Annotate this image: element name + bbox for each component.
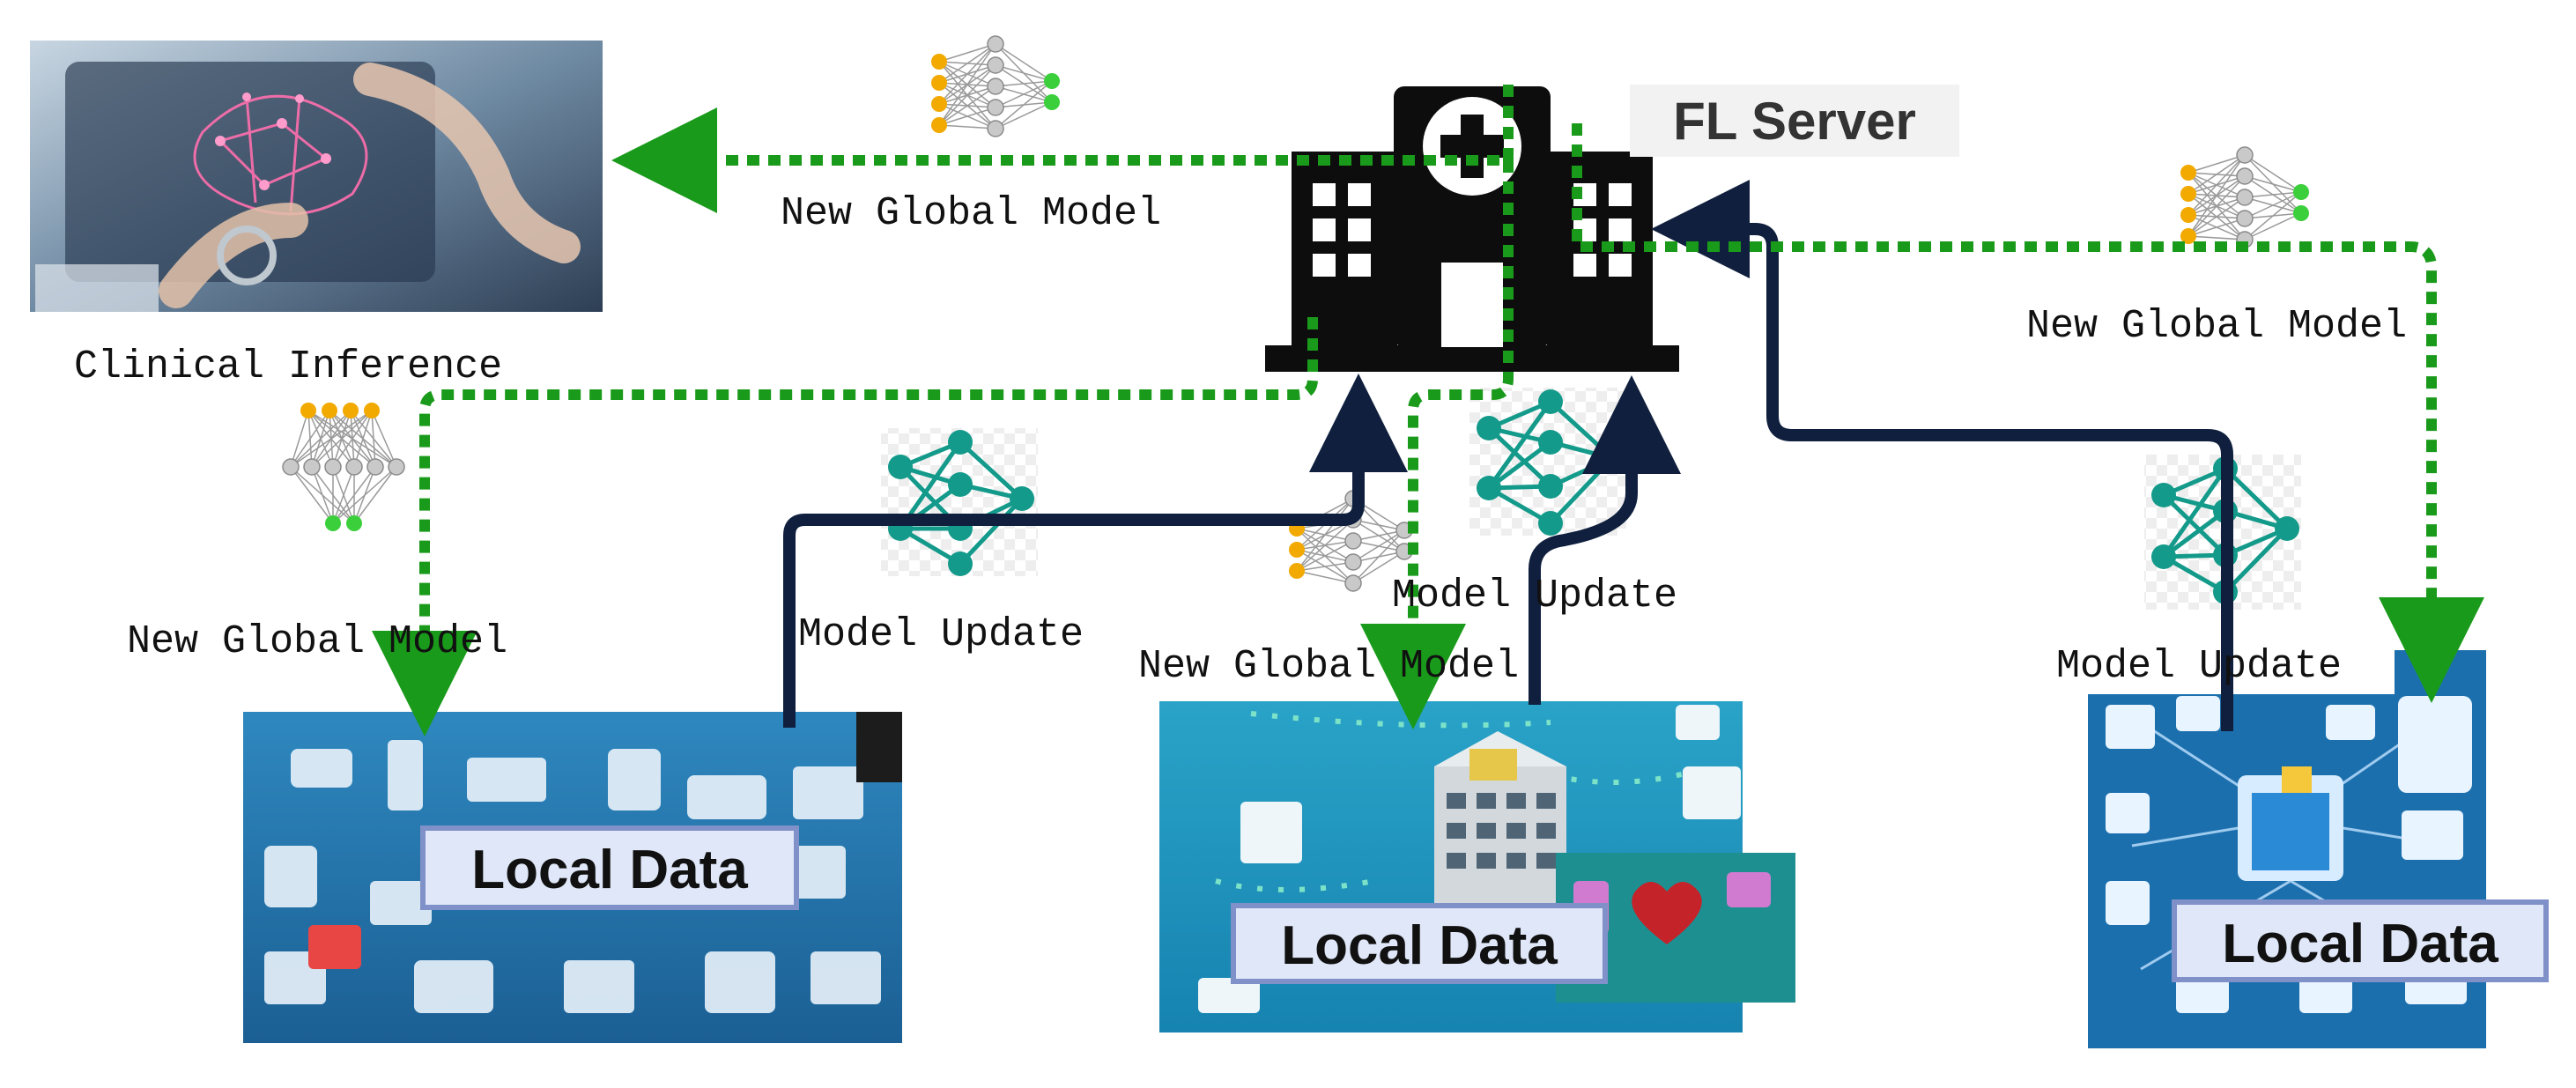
global-model-label-left: New Global Model — [127, 619, 507, 664]
model-update-label-right: Model Update — [2056, 644, 2342, 689]
local-data-label-middle: Local Data — [1231, 903, 1608, 984]
fl-server-label-box: FL Server — [1630, 85, 1959, 157]
global-model-arrow-middle — [1360, 160, 1514, 729]
teal-neural-network-icon-middle — [1469, 388, 1626, 536]
client-right-panel — [2088, 650, 2486, 1048]
local-data-text-left: Local Data — [471, 840, 748, 900]
neural-network-icon-middle — [1289, 490, 1413, 592]
fl-server-label: FL Server — [1673, 92, 1916, 151]
model-update-arrow-middle — [1529, 375, 1681, 705]
global-model-label-right: New Global Model — [2026, 304, 2407, 349]
hospital-building-icon — [1265, 86, 1679, 372]
local-data-label-left: Local Data — [420, 825, 799, 910]
local-data-text-middle: Local Data — [1281, 915, 1558, 976]
neural-network-icon-top — [931, 35, 1060, 137]
neural-network-icon-right — [2180, 146, 2309, 248]
global-model-arrow-right — [1572, 123, 2484, 703]
global-model-label-middle: New Global Model — [1138, 644, 1519, 689]
clinical-inference-image — [30, 41, 603, 312]
model-update-arrow-right — [1651, 180, 2233, 731]
global-model-arrow-left — [372, 317, 1318, 736]
teal-neural-network-icon-left — [881, 428, 1038, 576]
model-update-arrow-left — [783, 374, 1408, 728]
hospital-building-graphic — [1434, 731, 1566, 907]
local-data-label-right: Local Data — [2172, 899, 2549, 982]
neural-network-icon-clinical — [282, 403, 405, 531]
global-model-arrow-clinical — [611, 85, 1514, 213]
clinical-inference-caption: Clinical Inference — [74, 344, 502, 389]
model-update-label-middle: Model Update — [1392, 574, 1677, 618]
local-data-text-right: Local Data — [2222, 914, 2498, 974]
global-model-label-clinical: New Global Model — [781, 191, 1161, 236]
model-update-label-left: Model Update — [798, 612, 1084, 657]
